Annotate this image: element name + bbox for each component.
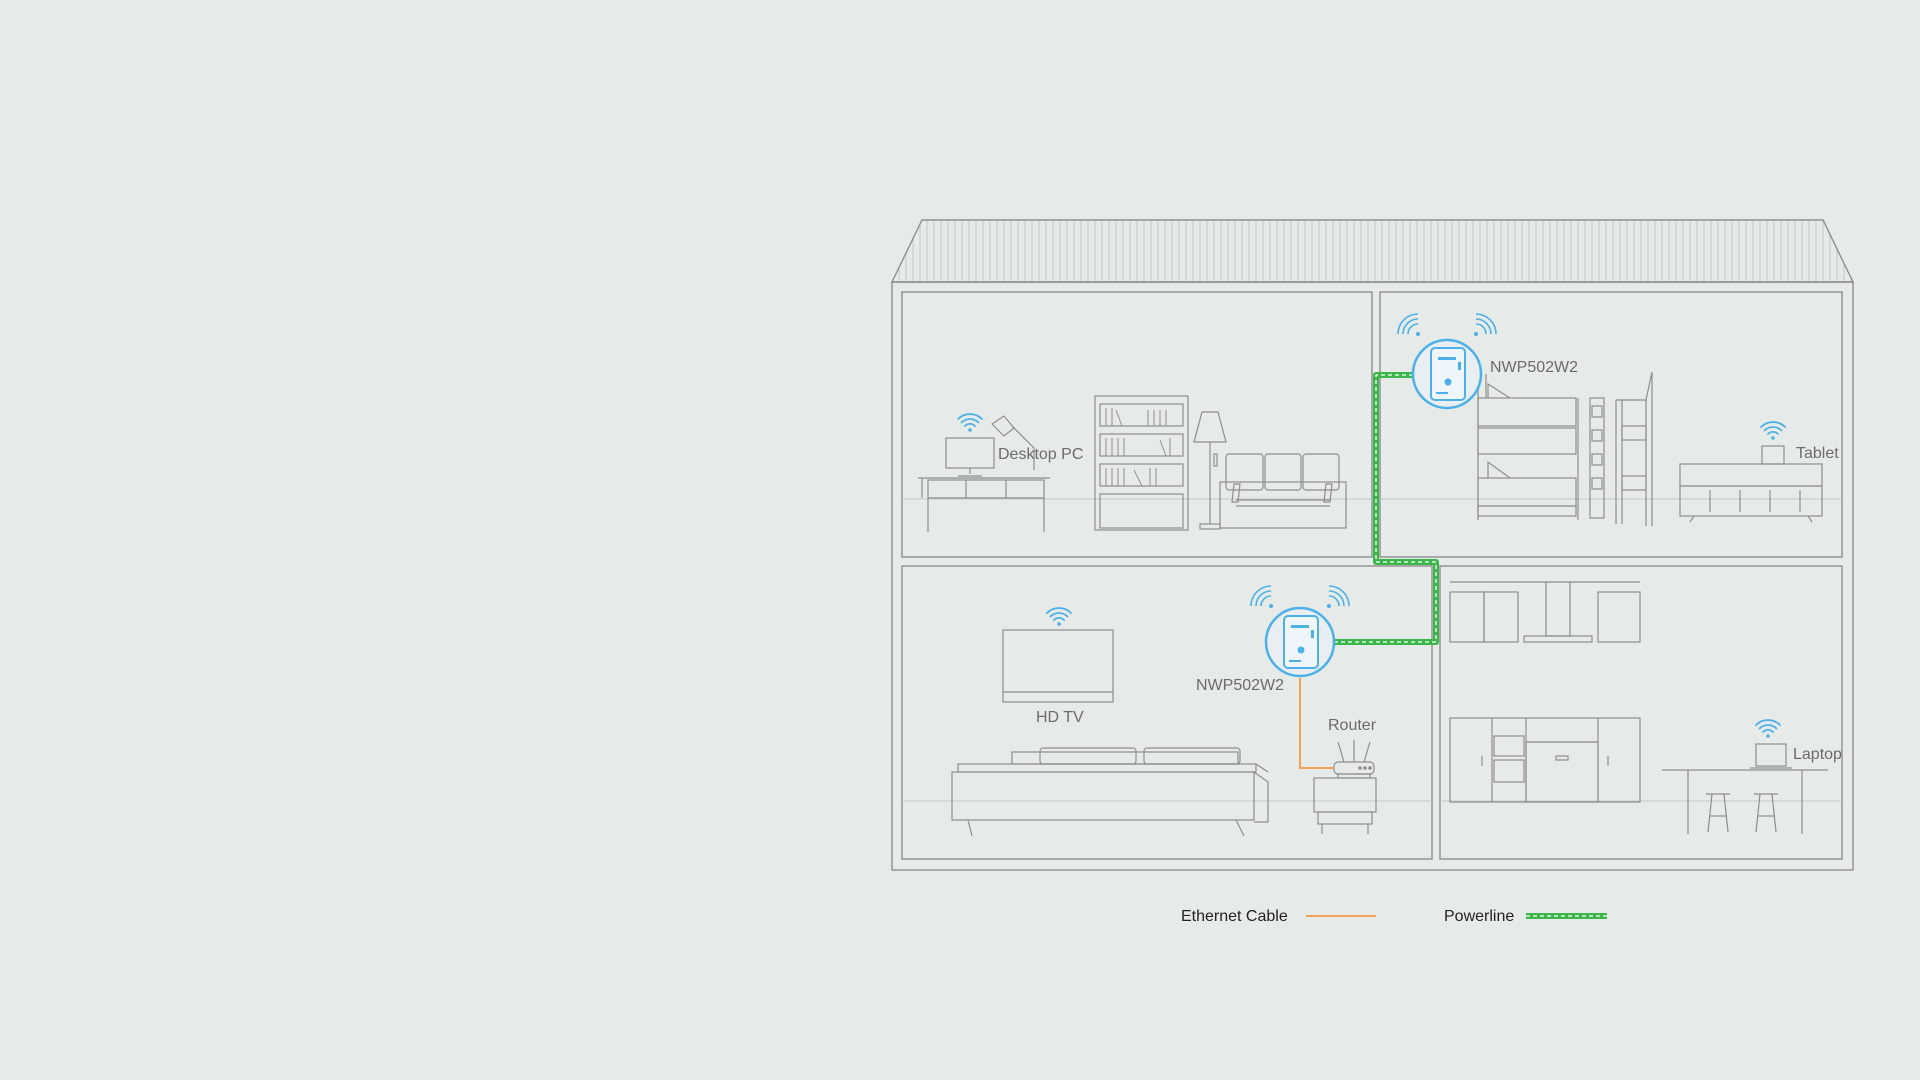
wifi-icon <box>1046 607 1072 626</box>
desk-lamp <box>991 415 1035 470</box>
roof <box>890 219 1855 283</box>
label-tablet: Tablet <box>1796 445 1839 462</box>
legend-ethernet-label: Ethernet Cable <box>1181 908 1288 925</box>
sofa-bottom <box>951 747 1269 837</box>
bunk-bed <box>1477 371 1653 526</box>
house <box>890 219 1855 871</box>
tv-icon <box>1002 629 1114 703</box>
laptop-icon <box>1750 743 1792 769</box>
room-living-top <box>901 291 1373 558</box>
dining-table <box>1662 769 1828 834</box>
legend-powerline-label: Powerline <box>1444 908 1514 925</box>
monitor-icon <box>945 437 995 477</box>
wifi-icon <box>1397 313 1497 336</box>
tv-stand-bedroom <box>1679 463 1823 523</box>
room-living-bottom <box>901 565 1433 860</box>
label-laptop: Laptop <box>1793 746 1842 763</box>
label-adapter-bottom: NWP502W2 <box>1196 677 1284 694</box>
ethernet-cable <box>1299 678 1334 769</box>
room-bedroom <box>1379 291 1843 558</box>
sofa-top <box>1219 453 1347 529</box>
wifi-icon <box>957 413 983 432</box>
floor-lines <box>902 498 1842 802</box>
device-labels: Desktop PC NWP502W2 Tablet HD TV NWP502W… <box>998 359 1842 763</box>
label-hd-tv: HD TV <box>1036 709 1084 726</box>
powerline-adapter-icon[interactable] <box>1264 606 1336 678</box>
label-desktop-pc: Desktop PC <box>998 446 1083 463</box>
floor-lamp <box>1193 411 1227 530</box>
tablet-icon <box>1761 445 1785 465</box>
router-table <box>1313 777 1377 834</box>
label-router: Router <box>1328 717 1377 734</box>
room-kitchen <box>1439 565 1843 860</box>
label-adapter-top: NWP502W2 <box>1490 359 1578 376</box>
desk <box>918 477 1050 532</box>
wifi-icon <box>1250 585 1350 608</box>
powerline-cable <box>1330 372 1439 645</box>
wifi-icon <box>1755 719 1781 738</box>
router-icon <box>1333 740 1375 779</box>
kitchen-cabinets <box>1449 581 1641 803</box>
bookshelf <box>1094 395 1189 531</box>
wifi-icon <box>1760 421 1786 440</box>
house-wall <box>891 281 1854 871</box>
powerline-adapter-icon[interactable] <box>1411 338 1483 410</box>
legend: Ethernet Cable Powerline <box>1181 908 1607 925</box>
